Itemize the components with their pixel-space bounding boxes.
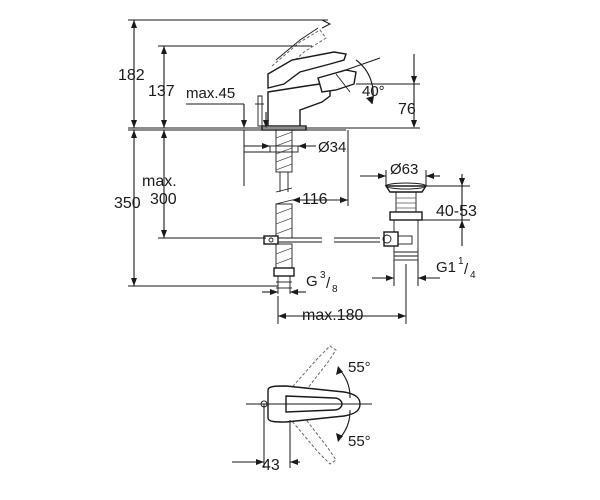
svg-text:G1: G1	[436, 259, 456, 276]
popup-waste	[382, 182, 428, 261]
svg-text:/: /	[326, 275, 331, 292]
label-max: max.	[142, 173, 177, 190]
svg-text:1: 1	[458, 256, 464, 267]
label-350: 350	[114, 195, 141, 212]
label-max-180: max.180	[302, 307, 363, 324]
label-137: 137	[148, 83, 175, 100]
label-300: 300	[150, 191, 177, 208]
dimension-lines	[128, 19, 470, 324]
label-angle-55-upper: 55°	[348, 359, 371, 376]
faucet-lever	[267, 51, 347, 89]
waste-nut	[389, 211, 423, 221]
faucet-body	[267, 83, 331, 129]
underside-connections	[263, 129, 380, 294]
label-angle-55-lower: 55°	[348, 433, 371, 450]
svg-text:4: 4	[470, 270, 476, 281]
faucet-top-view	[232, 345, 372, 468]
svg-text:/: /	[464, 261, 469, 278]
lever-swing-upper	[285, 345, 337, 399]
waste-body	[395, 191, 417, 213]
rod-connector	[263, 235, 279, 245]
svg-text:G: G	[306, 273, 318, 290]
label-g1-1-4: G1 1 / 4	[436, 256, 476, 281]
mounting-shank	[275, 129, 293, 173]
label-diameter-63: Ø63	[390, 161, 418, 178]
label-76: 76	[398, 101, 416, 118]
label-43: 43	[262, 457, 280, 474]
svg-text:3: 3	[320, 270, 326, 281]
svg-text:8: 8	[332, 284, 338, 295]
nozzle-axis	[335, 73, 351, 93]
popup-rod	[257, 95, 263, 127]
label-182: 182	[118, 67, 145, 84]
label-g-3-8: G 3 / 8	[306, 270, 338, 295]
spout-nozzle	[317, 69, 357, 93]
label-116: 116	[302, 191, 328, 208]
lever-swing-lower	[285, 411, 337, 465]
faucet-side-view	[255, 27, 357, 131]
lever-open-outline	[275, 27, 319, 61]
label-diameter-34: Ø34	[318, 139, 346, 156]
label-max-45: max.45	[186, 85, 235, 102]
shank-nut	[269, 145, 299, 153]
g38-fitting	[273, 267, 295, 277]
label-angle-40: 40°	[362, 83, 385, 100]
label-40-53: 40-53	[436, 203, 477, 220]
